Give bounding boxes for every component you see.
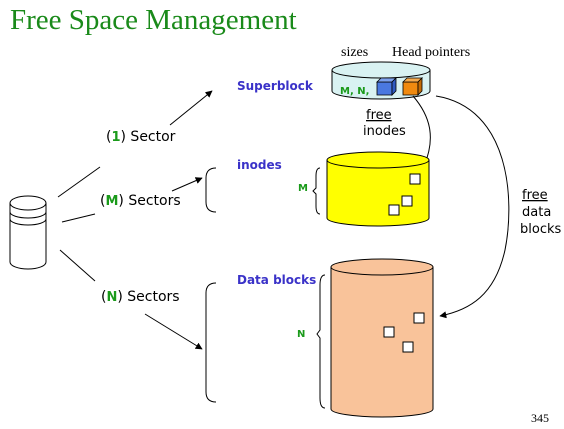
data-blocks-size-letter: N: [297, 329, 305, 340]
free-inode-block: [388, 204, 400, 216]
blue-cube-icon: [376, 77, 397, 96]
sector-m-label: (M) Sectors: [100, 193, 181, 209]
free-data-blocks-line2: data: [522, 205, 551, 220]
page-number: 345: [531, 411, 549, 425]
sector-n-label: (N) Sectors: [101, 289, 180, 305]
inodes-size-letter: M: [298, 183, 308, 194]
free-data-block: [383, 326, 395, 338]
free-inodes-line2: inodes: [363, 124, 406, 139]
free-data-block: [402, 341, 414, 353]
inodes-cylinder: [326, 151, 430, 227]
arrow-to-data-blocks: [144, 313, 203, 350]
arrow-to-inodes: [171, 177, 203, 192]
sizes-label: sizes: [341, 45, 368, 60]
superblock-cylinder: M, N,: [331, 61, 431, 100]
free-data-blocks-line1: free: [522, 188, 548, 203]
superblock-label: Superblock: [237, 79, 314, 93]
free-inodes-line1: free: [366, 108, 392, 123]
inodes-brace: [312, 167, 321, 215]
disk-cylinder-icon: [9, 195, 47, 270]
inodes-bracket: [205, 167, 217, 213]
superblock-sizes-text: M, N,: [340, 86, 369, 97]
data-blocks-brace: [316, 274, 326, 409]
inodes-label: inodes: [237, 158, 282, 172]
free-inode-block: [409, 173, 421, 185]
free-inode-block: [401, 195, 413, 207]
data-blocks-label: Data blocks: [237, 273, 316, 287]
head-pointers-label: Head pointers: [392, 45, 470, 60]
arrow-to-superblock: [169, 90, 213, 126]
free-data-block: [413, 312, 425, 324]
page-title: Free Space Management: [10, 4, 297, 36]
sector-one-label: (1) Sector: [106, 129, 176, 145]
free-data-blocks-arrow: [435, 95, 510, 319]
data-blocks-bracket: [205, 282, 217, 403]
free-data-blocks-line3: blocks: [520, 222, 561, 237]
orange-cube-icon: [402, 77, 423, 96]
data-blocks-cylinder: [330, 258, 434, 418]
